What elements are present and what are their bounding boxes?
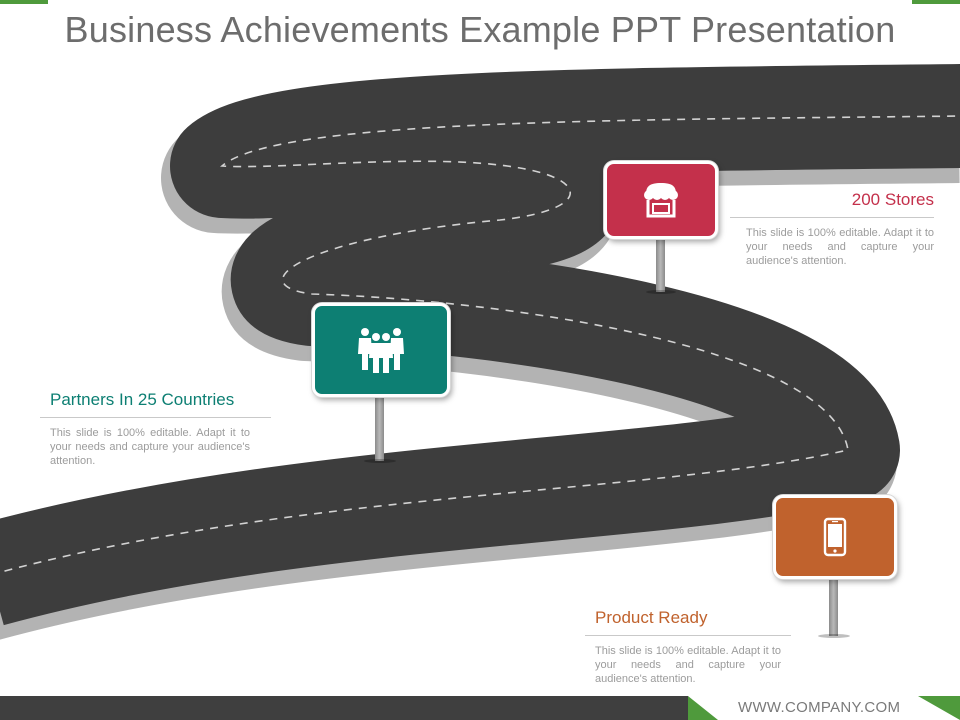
milestone-description: This slide is 100% editable. Adapt it to… [746, 227, 934, 267]
milestone-stores: 200 Stores This slide is 100% editable. … [730, 190, 934, 268]
sign-pole-shadow [646, 290, 676, 294]
milestone-heading: 200 Stores [730, 190, 934, 218]
sign-pole-stores [656, 236, 665, 292]
slide-title: Business Achievements Example PPT Presen… [64, 9, 896, 50]
team-icon [358, 328, 404, 373]
store-icon [644, 183, 678, 218]
sign-partners [312, 303, 450, 397]
milestone-partners: Partners In 25 Countries This slide is 1… [40, 390, 271, 468]
sign-pole-shadow [818, 634, 850, 638]
smartphone-icon [823, 517, 847, 557]
road-surface [0, 64, 960, 626]
title-bar: Business Achievements Example PPT Presen… [0, 0, 960, 60]
milestone-heading: Partners In 25 Countries [40, 390, 271, 418]
footer-url-panel [688, 696, 960, 720]
sign-product [773, 495, 897, 579]
footer-bar: WWW.COMPANY.COM [0, 696, 960, 720]
top-accent-right [912, 0, 960, 4]
milestone-product: Product Ready This slide is 100% editabl… [585, 608, 791, 686]
milestone-heading: Product Ready [585, 608, 791, 636]
top-accent-left [0, 0, 48, 4]
milestone-description: This slide is 100% editable. Adapt it to… [595, 645, 781, 685]
sign-stores [604, 161, 718, 239]
milestone-description: This slide is 100% editable. Adapt it to… [50, 427, 250, 467]
footer-url: WWW.COMPANY.COM [738, 699, 901, 716]
sign-pole-partners [375, 393, 384, 461]
sign-pole-product [829, 576, 838, 636]
sign-pole-shadow [364, 459, 396, 463]
